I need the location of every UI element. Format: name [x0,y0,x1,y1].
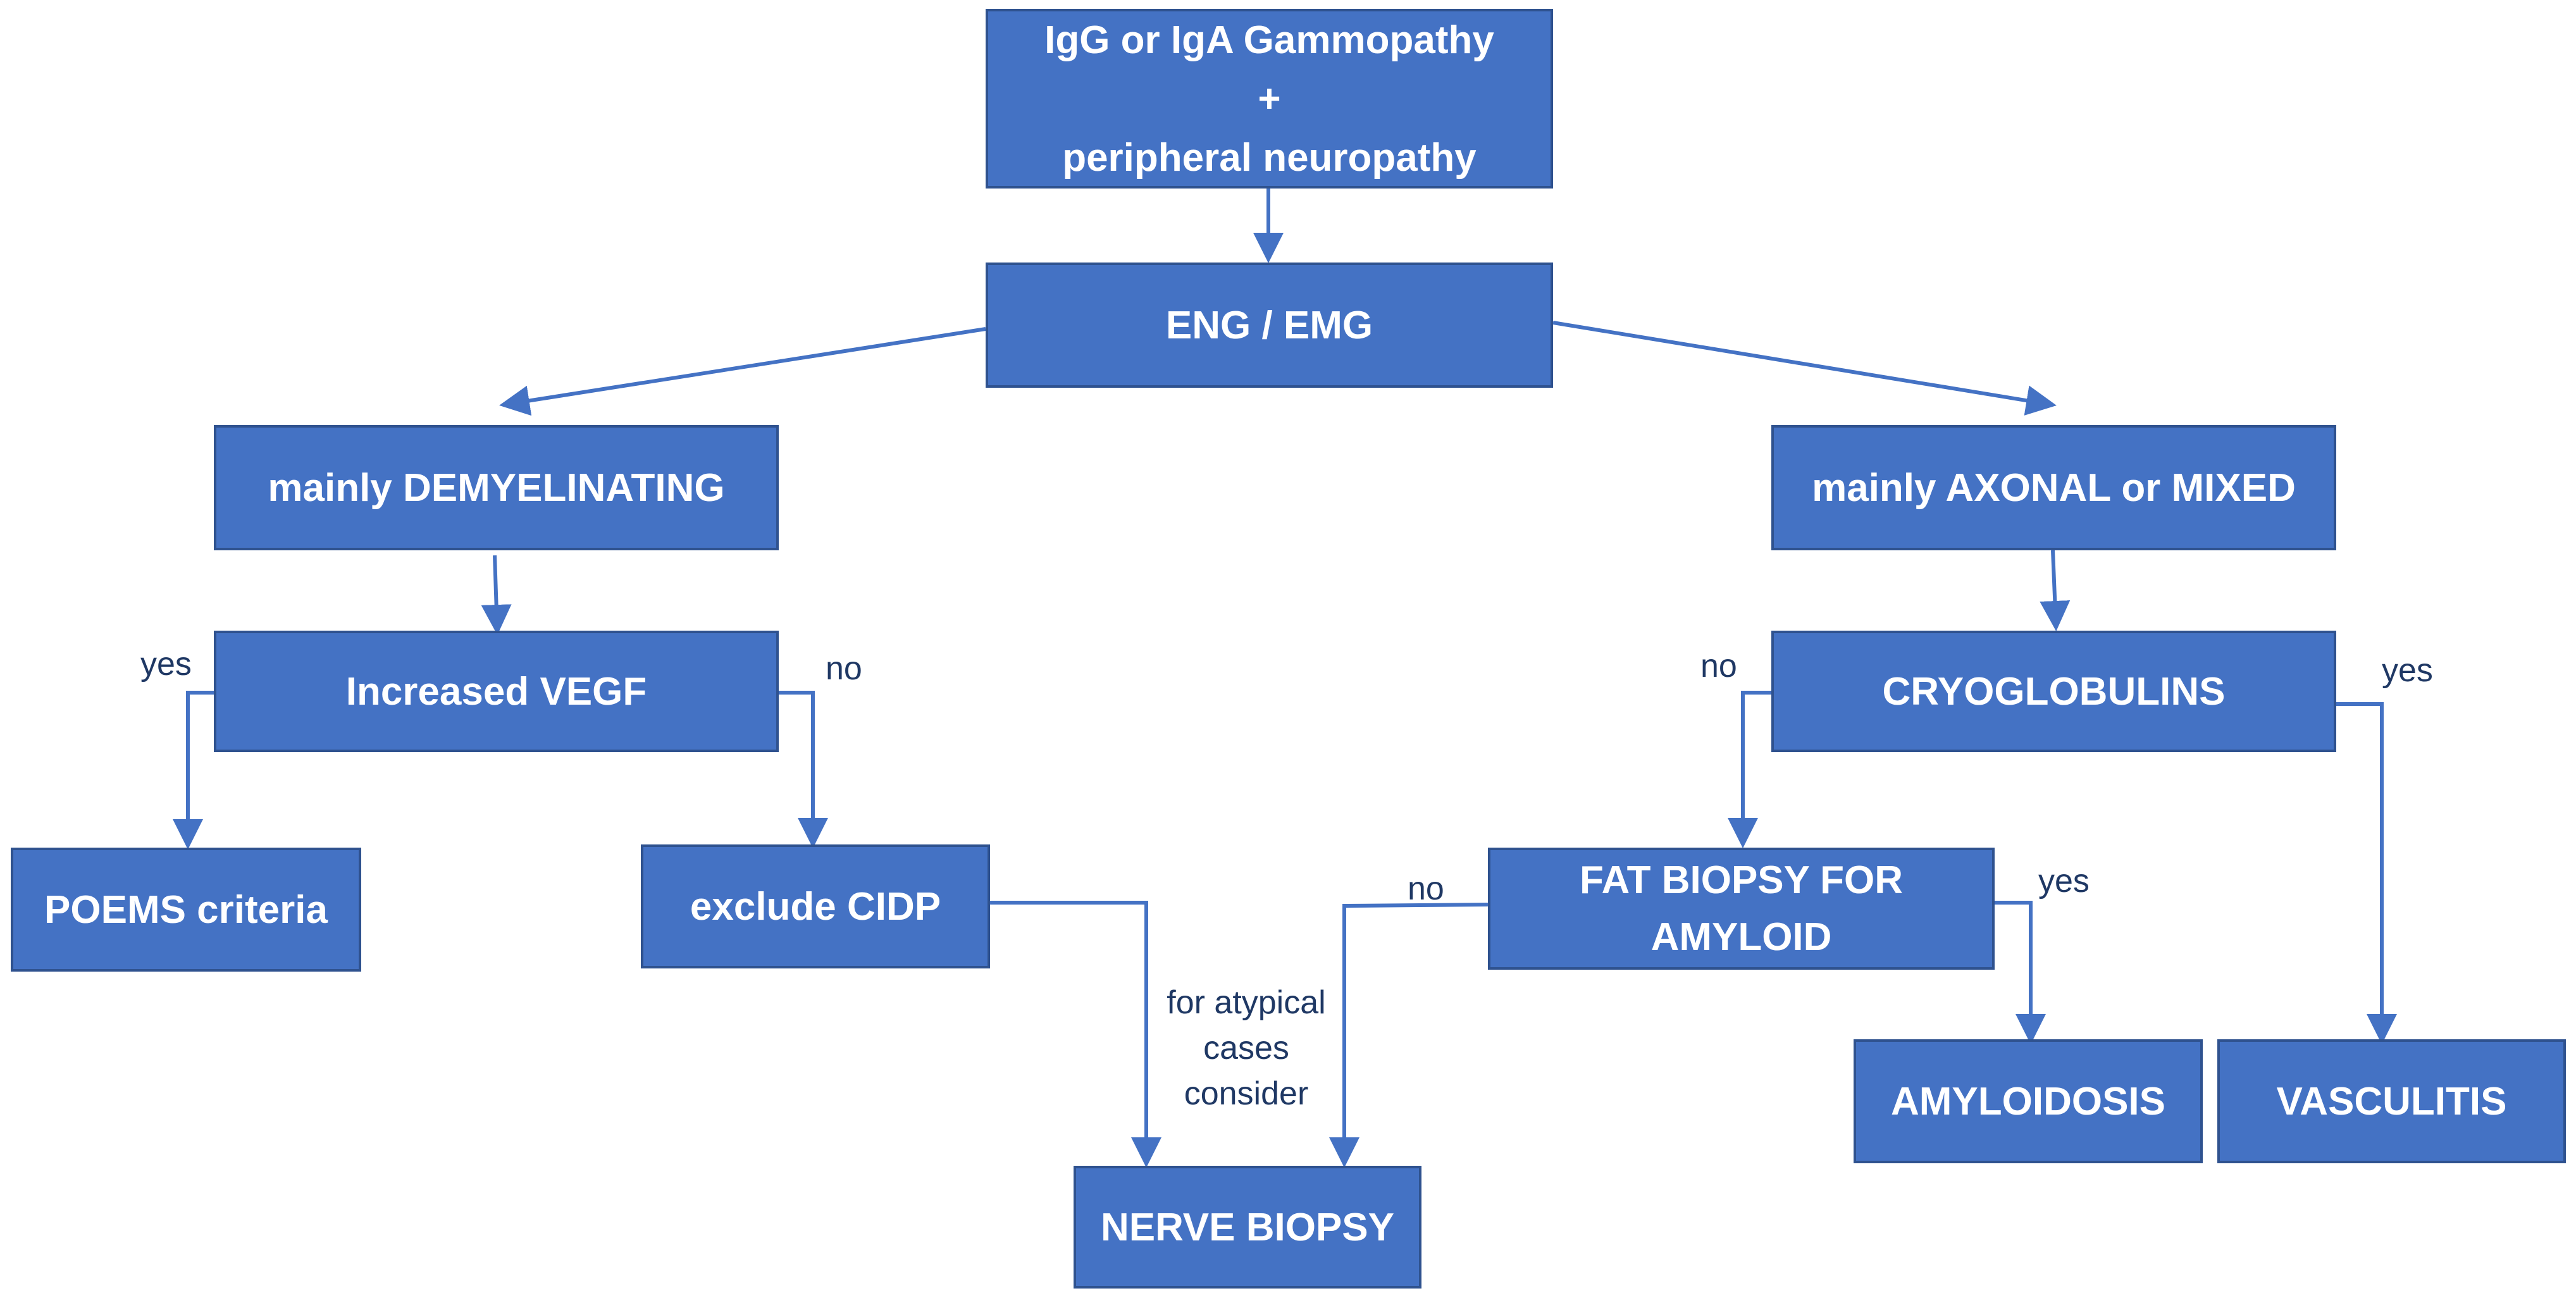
arrow-axonal-to-cryo [2040,550,2071,631]
cryoglobulins-box: CRYOGLOBULINS [1771,631,2336,752]
vegf-box: Increased VEGF [214,631,779,752]
nerve-biopsy-label: NERVE BIOPSY [1100,1205,1394,1249]
amyloidosis-box: AMYLOIDOSIS [1854,1039,2203,1163]
edge-label-fat-no: no [1408,870,1444,907]
vasculitis-box: VASCULITIS [2217,1039,2566,1163]
arrow-eng-emg-to-demyelinating [499,327,986,416]
cidp-label: exclude CIDP [690,884,941,929]
edge-label-cryo-no: no [1700,648,1737,684]
edge-label-fat-yes: yes [2038,863,2090,899]
edge-label-vegf-yes: yes [140,646,192,683]
axonal-box: mainly AXONAL or MIXED [1771,425,2336,550]
vegf-label: Increased VEGF [345,669,647,714]
edge-label-atypical-cases: for atypical cases consider [1151,980,1341,1116]
cidp-box: exclude CIDP [641,844,990,968]
fat-biopsy-line-2: AMYLOID [1650,915,1832,959]
arrow-vegf-yes-to-poems [173,691,215,850]
atypical-line-1: for atypical [1167,984,1326,1021]
eng-emg-box: ENG / EMG [986,263,1553,388]
edge-label-cryo-yes: yes [2382,652,2433,689]
demyelinating-box: mainly DEMYELINATING [214,425,779,550]
root-line-3: peripheral neuropathy [1062,135,1477,180]
nerve-biopsy-box: NERVE BIOPSY [1074,1166,1421,1289]
arrow-eng-emg-to-axonal [1552,321,2057,416]
arrow-cidp-to-nerve-biopsy [990,901,1161,1168]
fat-biopsy-line-1: FAT BIOPSY FOR [1580,858,1903,902]
demyelinating-label: mainly DEMYELINATING [268,466,725,510]
atypical-line-2: cases [1203,1029,1289,1066]
fat-biopsy-box: FAT BIOPSY FOR AMYLOID [1488,848,1995,970]
arrow-vegf-no-to-cidp [778,691,828,848]
root-line-1: IgG or IgA Gammopathy [1044,18,1494,62]
poems-label: POEMS criteria [44,887,328,932]
arrow-fat-yes-to-amyloidosis [1994,901,2046,1044]
arrow-fat-no-to-nerve-biopsy [1329,903,1490,1168]
amyloidosis-label: AMYLOIDOSIS [1890,1079,2166,1123]
root-box: IgG or IgA Gammopathy + peripheral neuro… [986,9,1553,189]
arrow-cryo-no-to-fat-biopsy [1728,691,1771,848]
eng-emg-label: ENG / EMG [1165,303,1373,347]
vasculitis-label: VASCULITIS [2276,1079,2507,1123]
edge-label-vegf-no: no [826,650,862,687]
arrow-demyelinating-to-vegf [481,555,512,635]
poems-box: POEMS criteria [11,848,361,972]
axonal-label: mainly AXONAL or MIXED [1812,466,2296,510]
arrow-cryo-yes-to-vasculitis [2336,702,2397,1044]
root-line-2: + [1258,77,1281,121]
cryoglobulins-label: CRYOGLOBULINS [1882,669,2226,714]
atypical-line-3: consider [1184,1075,1309,1112]
